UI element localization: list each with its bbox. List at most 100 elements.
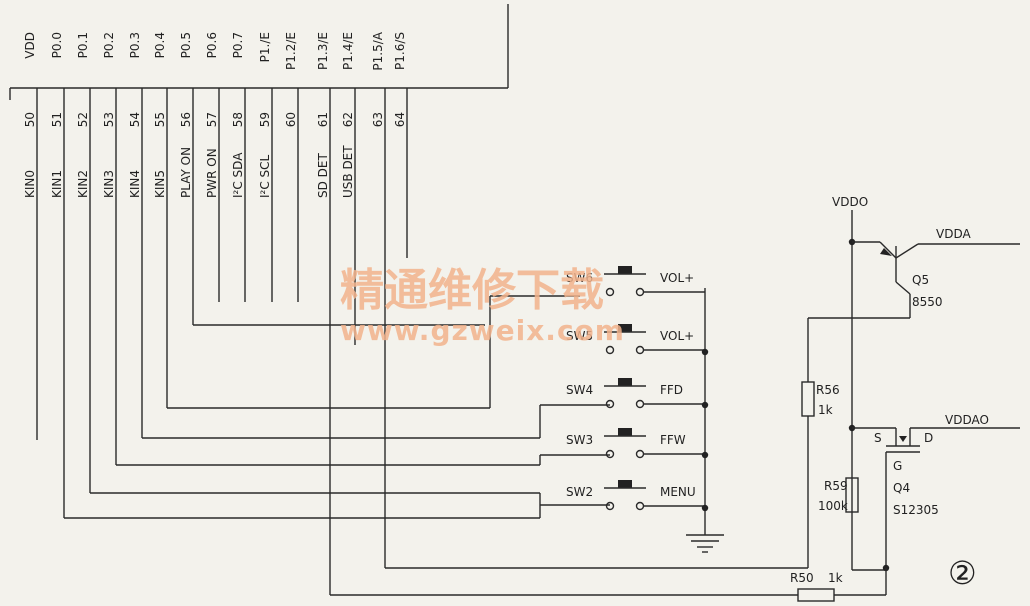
ic-pin-name: P1.2/E: [284, 32, 298, 70]
ic-pin-name: P1.3/E: [316, 32, 330, 70]
ic-pin-number: 62: [341, 112, 355, 127]
ic-pin-signal: KIN5: [153, 170, 167, 198]
ic-pin-number: 61: [316, 112, 330, 127]
push-switch: SW3 FFW: [566, 428, 705, 459]
ic-pin-number: 64: [393, 112, 407, 127]
vddo-label: VDDO: [832, 195, 868, 209]
ic-pin-signal: PLAY ON: [179, 147, 193, 198]
watermark: 精通维修下载 www.gzweix.com: [340, 265, 625, 347]
watermark-url: www.gzweix.com: [340, 314, 625, 347]
switch-actuator: [618, 266, 632, 274]
switch-ref: SW5: [566, 329, 593, 343]
switch-ref: SW2: [566, 485, 593, 499]
ic-pin-number: 51: [50, 112, 64, 127]
switch-contact: [635, 345, 645, 355]
vddao-label: VDDAO: [945, 413, 989, 427]
ic-pin-number: 53: [102, 112, 116, 127]
switch-contact: [635, 449, 645, 459]
q4-ref: Q4: [893, 481, 910, 495]
switch-ref: SW3: [566, 433, 593, 447]
ic-pin-signal: PWR ON: [205, 148, 219, 198]
ic-pin-signal: USB DET: [341, 145, 355, 198]
figure-number: ②: [948, 554, 977, 592]
ic-pin-name: VDD: [23, 32, 37, 59]
switch-function: FFD: [660, 383, 683, 397]
push-switch: SW2 MENU: [566, 480, 705, 511]
r59-ref: R59: [824, 479, 848, 493]
ic-pin-name: P0.7: [231, 32, 245, 58]
q4-d-label: D: [924, 431, 933, 445]
ic-pin-number: 60: [284, 112, 298, 127]
q5-part: 8550: [912, 295, 943, 309]
ic-pin-name: P1.5/A: [371, 31, 385, 70]
switch-contact: [635, 501, 645, 511]
ic-pin-name: P0.1: [76, 32, 90, 58]
watermark-title: 精通维修下载: [340, 265, 604, 316]
ic-pin-signal: SD DET: [316, 153, 330, 198]
ic-pin-signal: I²C SCL: [258, 154, 272, 198]
ic-pin-signal: KIN2: [76, 170, 90, 198]
ic-pin-number: 55: [153, 112, 167, 127]
vdda-label: VDDA: [936, 227, 971, 241]
r50-ref: R50: [790, 571, 814, 585]
ground-symbol: [686, 534, 724, 553]
switch-contact: [605, 287, 615, 297]
switch-function: VOL+: [660, 271, 694, 285]
switch-ref: SW6: [566, 271, 593, 285]
ic-pin-number: 59: [258, 112, 272, 127]
ic-pin-signal: KIN4: [128, 170, 142, 198]
switch-contact: [605, 449, 615, 459]
ic-pin-number: 58: [231, 112, 245, 127]
q4-g-label: G: [893, 459, 902, 473]
ic-pin-name: P1./E: [258, 32, 272, 62]
ic-pin-name: P1.6/S: [393, 32, 407, 70]
ic-pin-number: 50: [23, 112, 37, 127]
switch-actuator: [618, 480, 632, 488]
push-switch: SW5 VOL+: [566, 324, 705, 355]
q5-ref: Q5: [912, 273, 929, 287]
switch-contact: [605, 345, 615, 355]
switch-actuator: [618, 428, 632, 436]
ic-outline: [9, 4, 509, 100]
ic-pin-number: 56: [179, 112, 193, 127]
q4-s-label: S: [874, 431, 882, 445]
q4-part: S12305: [893, 503, 939, 517]
switch-contact: [635, 399, 645, 409]
switch-function: VOL+: [660, 329, 694, 343]
ic-pin-signal: I²C SDA: [231, 152, 245, 198]
ic-pin-name: P0.2: [102, 32, 116, 58]
push-switch: SW6 VOL+: [566, 266, 705, 297]
ic-pin-signal: KIN3: [102, 170, 116, 198]
ic-pin-name: P1.4/E: [341, 32, 355, 70]
ic-pin-number: 63: [371, 112, 385, 127]
pin-wires: [36, 88, 610, 595]
ic-pin-number: 54: [128, 112, 142, 127]
power-section: VDDO VDDA Q5 8550 R56 1k S D G VDD: [330, 195, 1020, 602]
push-switch: SW4 FFD: [566, 378, 705, 409]
ic-pin-signal: KIN0: [23, 170, 37, 198]
ic-pin-name: P0.4: [153, 32, 167, 58]
ic-pin-name: P0.3: [128, 32, 142, 58]
switch-ref: SW4: [566, 383, 593, 397]
switch-contact: [605, 399, 615, 409]
ic-pin-number: 52: [76, 112, 90, 127]
ic-pin-name: P0.5: [179, 32, 193, 58]
switch-contact: [605, 501, 615, 511]
r50-value: 1k: [828, 571, 843, 585]
ic-pin-number: 57: [205, 112, 219, 127]
r56-ref: R56: [816, 383, 840, 397]
r59-value: 100k: [818, 499, 848, 513]
switch-actuator: [618, 378, 632, 386]
switch-common-bus: [701, 288, 709, 535]
switch-actuator: [618, 324, 632, 332]
ic-pin-name: P0.0: [50, 32, 64, 58]
r56-value: 1k: [818, 403, 833, 417]
switch-function: FFW: [660, 433, 686, 447]
ic-pin-signal: KIN1: [50, 170, 64, 198]
ic-pin-name: P0.6: [205, 32, 219, 58]
switch-function: MENU: [660, 485, 696, 499]
switch-contact: [635, 287, 645, 297]
